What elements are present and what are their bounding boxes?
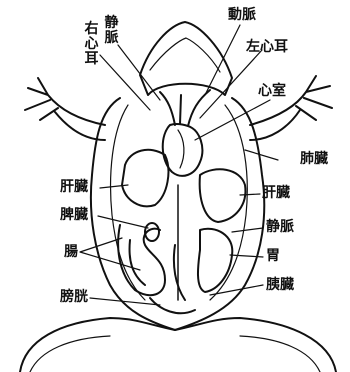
label-artery: 動脈 [228,8,256,23]
label-spleen: 脾臓 [60,208,88,223]
label-bladder: 膀胱 [60,290,88,305]
label-vein-right: 静脈 [266,220,294,235]
label-ventricle: 心室 [258,84,286,99]
label-lung: 肺臓 [300,152,328,167]
liver-left [122,150,168,207]
label-right-atrium: 右心耳 [84,22,99,67]
label-left-atrium: 左心耳 [246,40,288,55]
left-arm [25,78,105,140]
head-flap [140,22,232,95]
intestine [118,225,185,300]
label-intestine: 腸 [64,245,78,260]
bladder [150,298,195,313]
label-liver-left: 肝臓 [60,180,88,195]
liver-right [200,169,246,222]
leader-lines [80,25,278,305]
label-liver-right: 肝臓 [262,186,290,201]
stomach [198,229,232,292]
label-vein-top: 静脈 [104,16,119,46]
label-pancreas: 胰臓 [266,278,294,293]
label-stomach: 胃 [266,249,280,264]
